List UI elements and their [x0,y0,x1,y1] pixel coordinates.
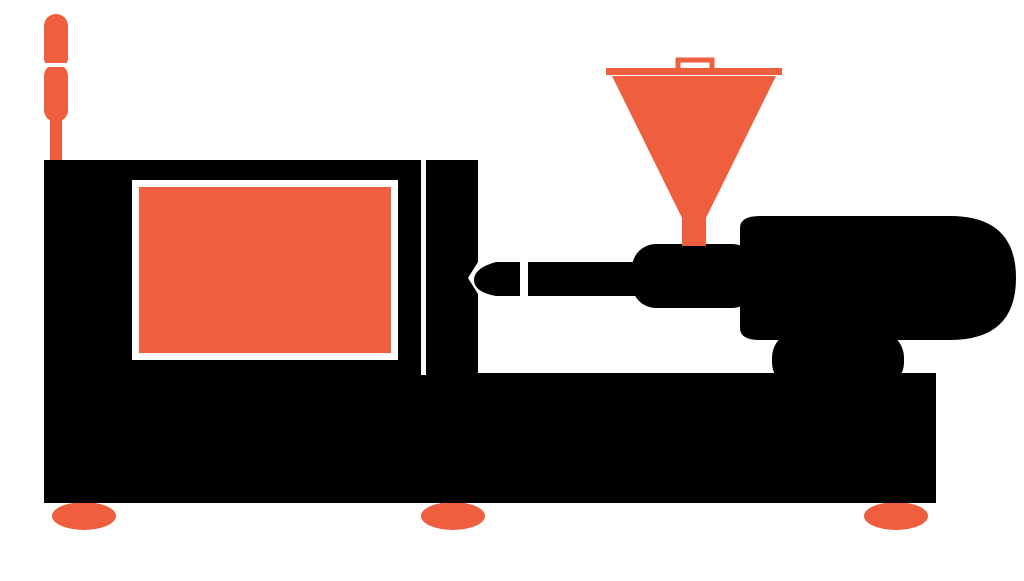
foot-middle [421,502,485,530]
mold-divider-line [421,160,426,375]
mold-notch [468,262,478,294]
hopper-throat [682,210,706,246]
machine-base [44,373,936,503]
hopper-funnel [612,76,776,218]
hydraulic-motor-housing [740,216,1016,340]
nozzle-gap [520,258,528,298]
signal-light-icon [44,14,68,162]
motor-support [772,330,904,390]
hopper-rim [606,68,782,75]
signal-light-pole [50,110,62,162]
machine-feet [52,502,928,530]
hopper-lid-handle [675,57,715,68]
barrel [528,262,638,296]
foot-right [864,502,928,530]
nozzle-tip-icon [474,262,522,296]
signal-light-divider [44,63,68,67]
safety-window-icon [139,187,391,353]
signal-light-bottom [44,64,68,122]
foot-left [52,502,116,530]
signal-light-top [44,14,68,70]
injection-unit-collar [632,244,756,308]
hopper-icon [606,57,782,246]
